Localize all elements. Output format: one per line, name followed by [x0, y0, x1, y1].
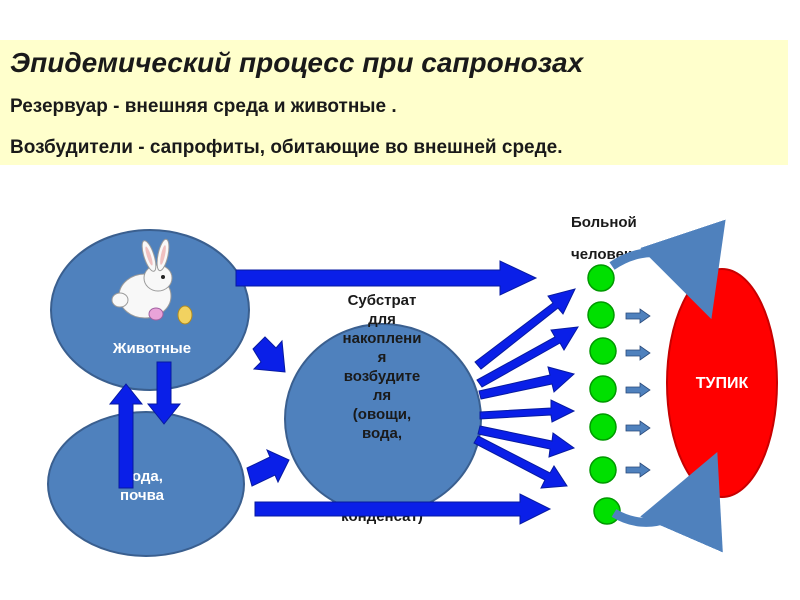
svg-text:я: я [378, 349, 387, 366]
arrow-water-to-animals [108, 383, 144, 489]
arrow-animals-to-substrate [252, 336, 286, 373]
arrow-animals-to-patients [235, 260, 538, 296]
svg-text:Субстрат: Субстрат [348, 292, 417, 309]
small-arrow [625, 308, 651, 324]
fan-arrow [473, 435, 568, 489]
small-arrows [625, 308, 651, 478]
pathogens-line: Возбудители - сапрофиты, обитающие во вн… [10, 137, 563, 158]
water-soil-node [47, 411, 245, 557]
arrow-water-to-substrate [246, 449, 290, 487]
fan-arrow [476, 326, 579, 388]
rabbit-icon [111, 238, 193, 325]
patient-circle [589, 413, 617, 441]
fan-arrow [478, 366, 576, 400]
svg-text:почва: почва [120, 487, 165, 504]
page-title: Эпидемический процесс при сапронозах [10, 47, 584, 78]
animals-label: Животные [112, 340, 191, 357]
header-panel [0, 40, 788, 165]
svg-text:ля: ля [373, 387, 391, 404]
fan-arrow [474, 288, 576, 370]
reservoir-line: Резервуар - внешняя среда и животные . [10, 96, 397, 117]
patient-circle [589, 337, 617, 365]
patient-circle [589, 456, 617, 484]
curved-arrow-top [609, 219, 726, 320]
svg-text:возбудите: возбудите [344, 368, 421, 385]
patient-circle [589, 375, 617, 403]
svg-text:Больной: Больной [571, 214, 637, 231]
svg-text:вода,: вода, [362, 425, 402, 442]
arrow-animals-to-water [146, 361, 182, 425]
fan-arrows [473, 288, 579, 489]
fan-arrow [477, 425, 576, 458]
patient-circle [587, 301, 615, 329]
small-arrow [625, 462, 651, 478]
svg-text:накоплени: накоплени [343, 330, 422, 347]
small-arrow [625, 345, 651, 361]
curved-arrow-bottom [611, 451, 723, 553]
patient-circle [587, 264, 615, 292]
svg-text:(овощи,: (овощи, [353, 406, 411, 423]
small-arrow [625, 420, 651, 436]
small-arrow [625, 382, 651, 398]
deadend-label: ТУПИК [696, 375, 749, 392]
patient-circles [587, 264, 621, 525]
arrow-water-to-patients [254, 493, 552, 525]
fan-arrow [479, 399, 576, 423]
svg-text:для: для [368, 311, 396, 328]
